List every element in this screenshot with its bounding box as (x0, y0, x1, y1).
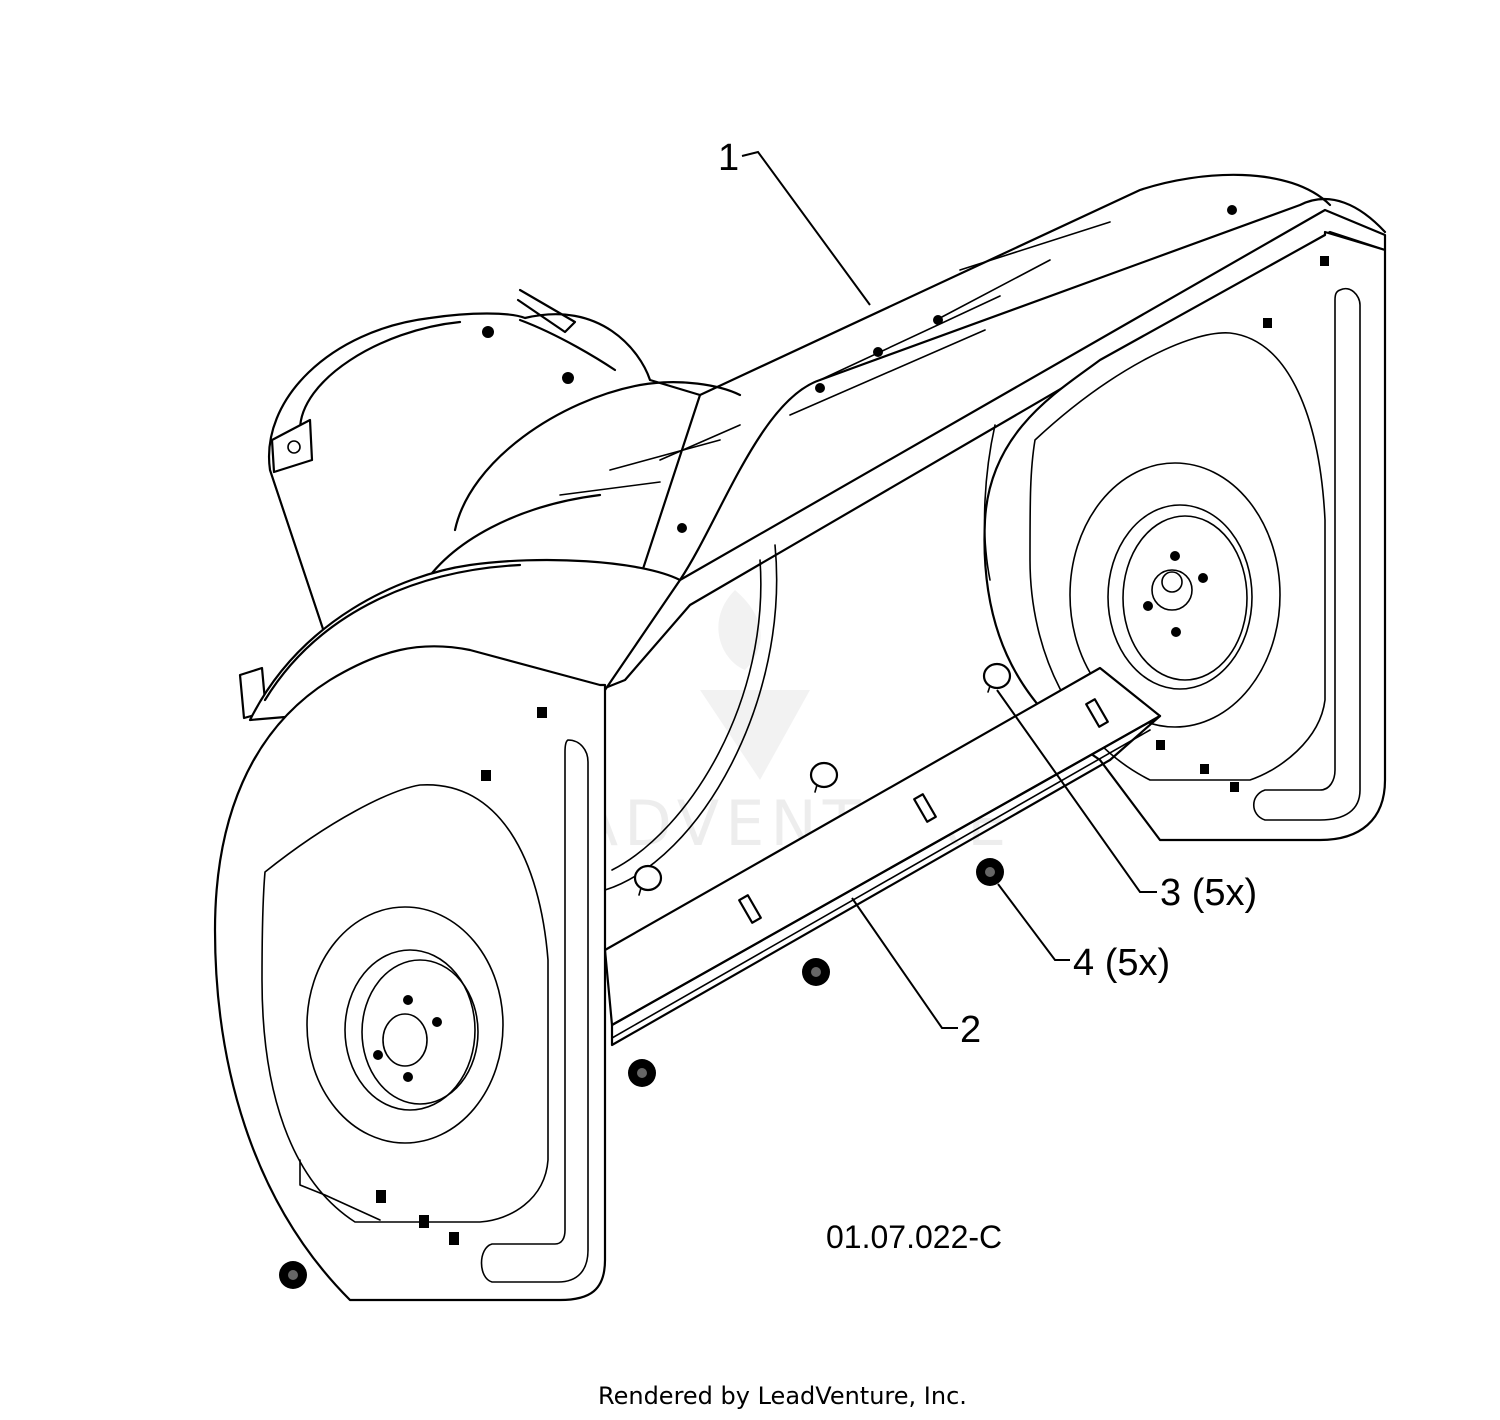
carriage-bolts (633, 662, 1012, 896)
callout-2: 2 (851, 897, 981, 1051)
hex-nut (976, 858, 1004, 886)
shave-plate (603, 666, 1162, 1047)
carriage-bolt (809, 761, 839, 793)
callout-1: 1 (718, 137, 871, 306)
drawing-code: 01.07.022-C (826, 1219, 1002, 1255)
callout-3: 3 (5x) (996, 689, 1257, 914)
callout-1-label: 1 (718, 137, 739, 179)
footer-credit: Rendered by LeadVenture, Inc. (598, 1382, 967, 1410)
hex-nut (279, 1261, 307, 1289)
callout-2-label: 2 (960, 1009, 981, 1051)
hex-nut (628, 1059, 656, 1087)
carriage-bolt (982, 662, 1012, 693)
callout-4-label: 4 (5x) (1073, 942, 1170, 984)
hex-nut (802, 958, 830, 986)
carriage-bolt (633, 864, 663, 896)
hex-nuts (279, 858, 1004, 1289)
left-side-plate (213, 645, 607, 1302)
callout-4: 4 (5x) (997, 883, 1170, 984)
callout-3-label: 3 (5x) (1160, 872, 1257, 914)
callouts: 1 2 3 (5x) 4 (5x) (718, 137, 1257, 1051)
